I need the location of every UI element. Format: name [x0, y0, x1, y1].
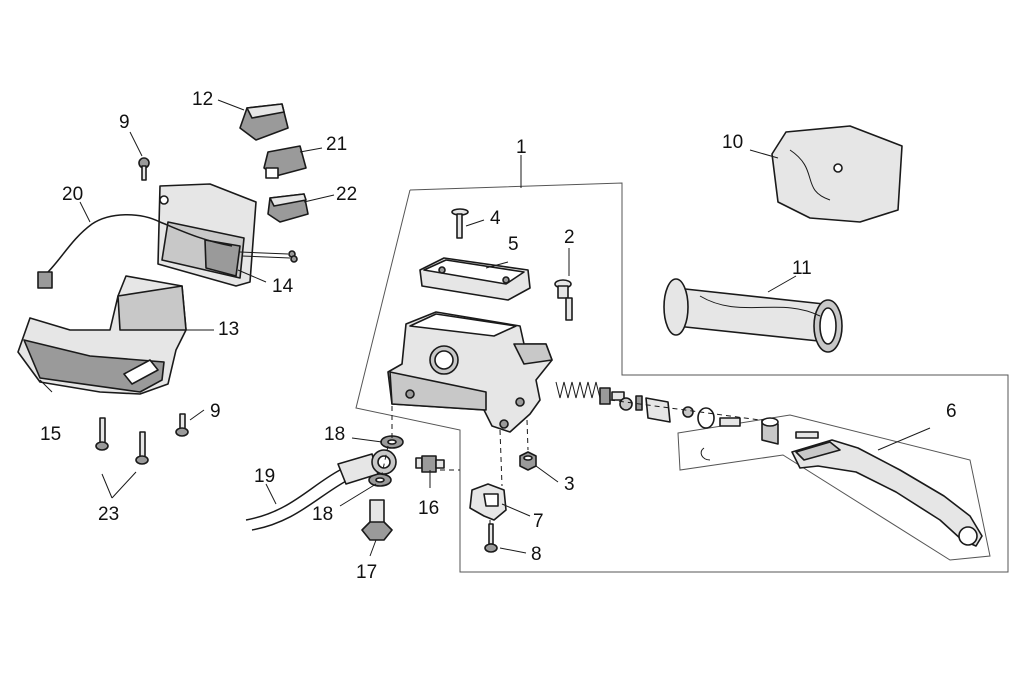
screw-8	[484, 523, 498, 553]
screw-9-right	[175, 413, 189, 437]
screws-23	[95, 417, 149, 465]
screw-4	[451, 208, 469, 239]
callout-10: 10	[722, 132, 743, 153]
callout-18-top: 18	[324, 424, 345, 445]
dash-lines	[381, 399, 761, 524]
callout-23: 23	[98, 504, 119, 525]
wire-20	[37, 214, 233, 289]
callout-12: 12	[192, 89, 213, 110]
callout-16: 16	[418, 498, 439, 519]
clamp-7	[469, 483, 507, 521]
switch-21	[263, 145, 307, 179]
callout-14: 14	[272, 276, 294, 297]
callout-15: 15	[40, 424, 61, 445]
brake-switch-16	[415, 455, 445, 473]
pivot-bolt-2	[554, 279, 573, 321]
upper-housing-14	[157, 183, 298, 287]
callout-3: 3	[564, 474, 575, 495]
banjo-bolt-17	[361, 499, 393, 541]
callout-4: 4	[490, 208, 501, 229]
assembly-6-frame	[677, 414, 991, 561]
callout-17: 17	[356, 562, 377, 583]
callout-9-right: 9	[210, 401, 221, 422]
reservoir-cap-5	[419, 257, 531, 301]
nut-3	[519, 451, 537, 471]
callout-1: 1	[516, 137, 527, 158]
callout-19: 19	[254, 466, 275, 487]
callout-13: 13	[218, 319, 239, 340]
callout-5: 5	[508, 234, 519, 255]
lower-housing-13-15	[17, 275, 187, 395]
switch-12	[239, 103, 289, 141]
brake-hose-19	[245, 449, 397, 531]
master-cylinder-1	[387, 311, 553, 433]
grip-11	[663, 278, 843, 353]
callout-2: 2	[564, 227, 575, 248]
brake-lever-6	[791, 431, 983, 547]
circlip	[700, 447, 711, 461]
assembly-1-frame	[355, 182, 1009, 573]
callout-20: 20	[62, 184, 83, 205]
callout-18-bottom: 18	[312, 504, 333, 525]
callout-8: 8	[531, 544, 542, 565]
screw-9-top	[138, 157, 150, 181]
callout-labels: 1 2 3 4 5 6 7 8 9 9 10 11 12 13 14 15 16…	[40, 89, 957, 583]
callout-21: 21	[326, 134, 347, 155]
callout-22: 22	[336, 184, 357, 205]
callout-11: 11	[792, 258, 812, 279]
piston-spring	[555, 381, 741, 429]
switch-22	[267, 193, 309, 223]
lever-bushing	[761, 417, 779, 445]
callout-7: 7	[533, 511, 544, 532]
bag-10	[771, 125, 903, 223]
callout-6: 6	[946, 401, 957, 422]
leader-lines	[39, 99, 931, 557]
callout-9-top: 9	[119, 112, 130, 133]
